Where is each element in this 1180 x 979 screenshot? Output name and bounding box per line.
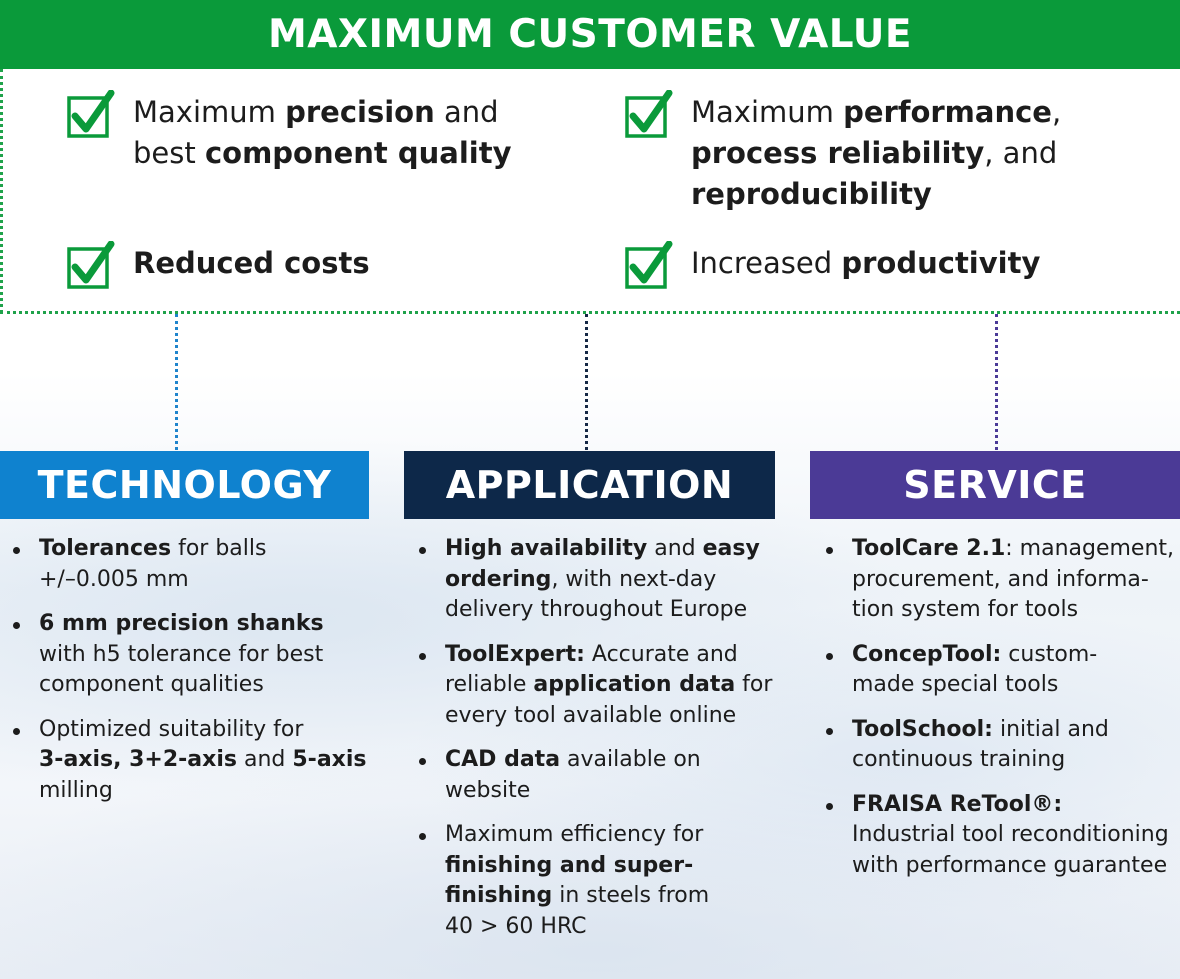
- text: continuous training: [852, 747, 1066, 772]
- text: : management,: [1005, 536, 1175, 561]
- bold-text: 5-axis: [292, 747, 367, 772]
- value-item-performance: Maximum performance, process reliability,…: [625, 90, 1061, 215]
- bold-text: finishing: [445, 883, 553, 908]
- list-item: ConcepTool: custom-made special tools: [826, 640, 1177, 701]
- column-header-application: APPLICATION: [404, 451, 775, 519]
- text: Maximum: [133, 95, 286, 129]
- bold-text: easy: [702, 536, 760, 561]
- bold-text: process reliability: [691, 136, 985, 170]
- connector-technology: [175, 314, 178, 450]
- checkmark-icon: [625, 241, 673, 289]
- text: and: [647, 536, 703, 561]
- bold-text: Reduced costs: [133, 246, 370, 280]
- column-header-service: SERVICE: [810, 451, 1180, 519]
- text: best: [133, 136, 205, 170]
- bold-text: 3-axis, 3+2-axis: [39, 747, 237, 772]
- checkmark-icon: [67, 241, 115, 289]
- text: milling: [39, 777, 113, 803]
- text: for balls: [171, 536, 267, 561]
- text: Optimized suitability for: [39, 716, 304, 742]
- text: Maximum efficiency for: [445, 822, 704, 847]
- bold-text: ToolCare 2.1: [852, 536, 1006, 561]
- value-text: Increased productivity: [691, 243, 1040, 284]
- text: delivery throughout Europe: [445, 597, 748, 622]
- value-item-precision: Maximum precision and best component qual…: [67, 90, 512, 174]
- text: Accurate and: [584, 641, 738, 667]
- bold-text: CAD data: [445, 747, 561, 772]
- service-list: ToolCare 2.1: management, procurement, an…: [826, 534, 1177, 895]
- bold-text: Tolerances: [39, 536, 172, 561]
- value-item-productivity: Increased productivity: [625, 241, 1040, 291]
- bold-text: finishing and super-: [445, 852, 694, 878]
- value-text: Maximum performance, process reliability,…: [691, 92, 1061, 215]
- bold-text: ordering: [445, 566, 552, 592]
- text: +/–0.005 mm: [39, 566, 189, 592]
- text: every tool available online: [445, 702, 737, 728]
- text: procurement, and informa-: [852, 566, 1149, 592]
- bold-text: component quality: [204, 136, 512, 170]
- text: and: [434, 95, 499, 129]
- text: component qualities: [39, 672, 264, 697]
- text: initial and: [992, 716, 1109, 742]
- text: in steels from: [552, 883, 710, 908]
- text: ,: [1051, 95, 1062, 129]
- checkmark-icon: [625, 90, 673, 138]
- text: , with next-day: [551, 566, 717, 592]
- text: website: [445, 777, 531, 803]
- bold-text: ToolSchool:: [852, 716, 993, 742]
- list-item: FRAISA ReTool®: Industrial tool reconditi…: [826, 790, 1177, 882]
- list-item: ToolExpert: Accurate and reliable applica…: [419, 640, 775, 732]
- bold-text: FRAISA ReTool®:: [852, 791, 1063, 817]
- column-header-technology: TECHNOLOGY: [0, 451, 369, 519]
- list-item: 6 mm precision shanks with h5 tolerance f…: [13, 609, 369, 701]
- text: Maximum: [691, 95, 844, 129]
- text: with performance guarantee: [852, 852, 1168, 878]
- text: Increased: [691, 246, 842, 280]
- text: custom-: [1001, 641, 1098, 667]
- connector-application: [585, 314, 588, 450]
- text: made special tools: [852, 672, 1059, 697]
- text: and: [236, 747, 293, 772]
- list-item: ToolSchool: initial and continuous traini…: [826, 715, 1177, 776]
- bold-text: 6 mm precision shanks: [39, 611, 324, 636]
- value-frame-left-border: [0, 69, 3, 313]
- bold-text: application data: [533, 672, 736, 697]
- header-banner: MAXIMUM CUSTOMER VALUE: [0, 0, 1180, 69]
- text: available on: [560, 747, 701, 772]
- list-item: Tolerances for balls +/–0.005 mm: [13, 534, 369, 595]
- text: for: [735, 672, 773, 697]
- value-frame-bottom-border: [0, 311, 1180, 314]
- application-list: High availability and easy ordering, with…: [419, 534, 775, 956]
- connector-service: [995, 314, 998, 450]
- text: 40 > 60 HRC: [445, 913, 587, 939]
- list-item: Optimized suitability for 3-axis, 3+2-axi…: [13, 715, 369, 807]
- text: , and: [984, 136, 1058, 170]
- text: reliable: [445, 672, 534, 697]
- text: Industrial tool reconditioning: [852, 822, 1169, 847]
- bold-text: productivity: [841, 246, 1041, 280]
- value-text: Maximum precision and best component qual…: [133, 92, 512, 174]
- list-item: ToolCare 2.1: management, procurement, an…: [826, 534, 1177, 626]
- technology-list: Tolerances for balls +/–0.005 mm 6 mm prec…: [13, 534, 369, 820]
- bold-text: ToolExpert:: [445, 641, 585, 667]
- text: tion system for tools: [852, 597, 1079, 622]
- bold-text: precision: [285, 95, 435, 129]
- bold-text: reproducibility: [691, 177, 932, 211]
- checkmark-icon: [67, 90, 115, 138]
- value-text: Reduced costs: [133, 243, 370, 284]
- list-item: Maximum efficiency for finishing and supe…: [419, 820, 775, 942]
- text: with h5 tolerance for best: [39, 641, 324, 667]
- list-item: High availability and easy ordering, with…: [419, 534, 775, 626]
- bold-text: performance: [843, 95, 1052, 129]
- bold-text: ConcepTool:: [852, 641, 1002, 667]
- list-item: CAD data available on website: [419, 745, 775, 806]
- value-item-reduced-costs: Reduced costs: [67, 241, 370, 291]
- bold-text: High availability: [445, 536, 648, 561]
- page-title: MAXIMUM CUSTOMER VALUE: [267, 12, 913, 57]
